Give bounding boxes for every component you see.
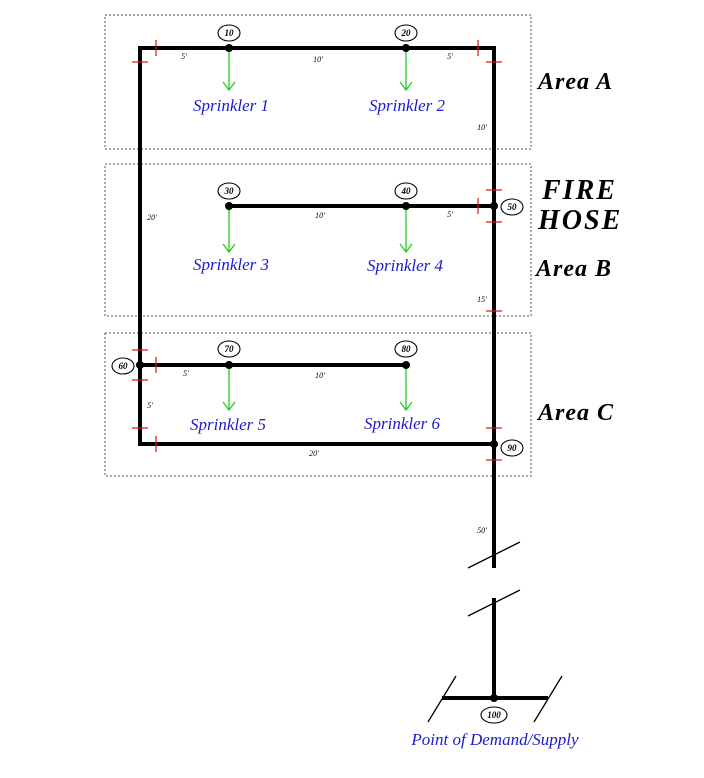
supply-support-right [533, 675, 563, 723]
sprinkler-6-label: Sprinkler 6 [364, 414, 441, 433]
dim-area-a-left: 5' [181, 52, 187, 61]
dim-area-a-drop: 10' [477, 123, 487, 132]
sprinkler-1-label: Sprinkler 1 [193, 96, 269, 115]
node-60-label: 60 [119, 361, 129, 371]
area-c-label: Area C [536, 400, 614, 426]
node-100-label: 100 [487, 710, 501, 720]
node-dots [136, 44, 498, 702]
dimension-ticks [132, 40, 502, 461]
node-20-label: 20 [401, 28, 412, 38]
fire-hose-label-line2: HOSE [537, 205, 622, 236]
dim-area-b-drop: 15' [477, 295, 487, 304]
supply-support-left [427, 675, 457, 723]
node-50-label: 50 [508, 202, 518, 212]
dim-area-c-bottom: 20' [309, 449, 319, 458]
pipe-break-slash-top [467, 541, 521, 569]
sprinkler-2-label: Sprinkler 2 [369, 96, 446, 115]
sprinkler-3-label: Sprinkler 3 [193, 255, 269, 274]
dim-area-c-drop: 5' [147, 401, 153, 410]
dim-left-riser: 20' [147, 213, 157, 222]
dim-area-a-right: 5' [447, 52, 453, 61]
sprinkler-5-label: Sprinkler 5 [190, 415, 266, 434]
dim-area-b-mid: 10' [315, 211, 325, 220]
dim-area-a-mid: 10' [313, 55, 323, 64]
dim-supply: 50' [477, 526, 487, 535]
area-a-label: Area A [536, 69, 613, 95]
area-c-box [104, 332, 532, 477]
dim-area-c-mid: 10' [315, 371, 325, 380]
node-10-label: 10 [225, 28, 235, 38]
node-30-label: 30 [224, 186, 235, 196]
pipe-break-gap [484, 568, 504, 598]
sprinkler-4-label: Sprinkler 4 [367, 256, 444, 275]
area-b-box [104, 163, 532, 317]
node-70-label: 70 [225, 344, 235, 354]
node-80-label: 80 [402, 344, 412, 354]
dim-area-c-left: 5' [183, 369, 189, 378]
node-label-rings [111, 24, 524, 724]
node-90-label: 90 [508, 443, 518, 453]
pipe-break-slash-bottom [467, 589, 521, 617]
sprinkler-arrows [222, 52, 413, 412]
point-of-demand-supply-label: Point of Demand/Supply [410, 730, 579, 749]
dim-area-b-right: 5' [447, 210, 453, 219]
area-a-box [104, 14, 532, 150]
area-b-label: Area B [534, 256, 612, 282]
node-40-label: 40 [401, 186, 412, 196]
fire-hose-label-line1: FIRE [541, 175, 617, 206]
